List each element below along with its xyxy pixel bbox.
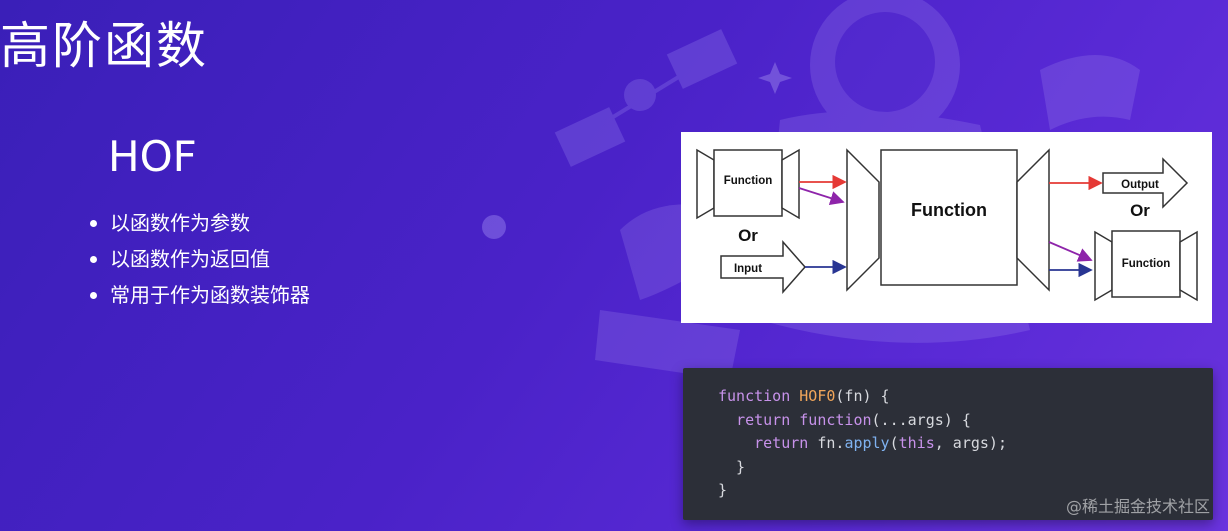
output-arrow: [1102, 157, 1189, 209]
code-text-segment: fn.: [817, 434, 845, 452]
bullet-list: 以函数作为参数 以函数作为返回值 常用于作为函数装饰器: [90, 205, 310, 313]
center-function-label: Function: [911, 200, 987, 220]
code-text-segment: (...args) {: [871, 410, 971, 429]
code-function-name: HOF0: [799, 387, 836, 405]
right-function-label: Function: [1122, 258, 1171, 270]
input-label: Input: [734, 263, 762, 275]
bullet-item: 常用于作为函数装饰器: [90, 277, 310, 313]
right-or-label: Or: [1130, 201, 1150, 220]
code-keyword: function: [799, 410, 872, 429]
left-or-label: Or: [738, 226, 758, 245]
code-text-segment: (: [889, 434, 899, 452]
code-keyword: function: [718, 387, 791, 405]
right-function-box: [1094, 230, 1198, 302]
hof-diagram: Function Or Input Function Output Or Fun…: [681, 132, 1212, 323]
slide-subtitle: HOF: [108, 132, 197, 181]
slide-title: 高阶函数: [0, 17, 208, 75]
bullet-item: 以函数作为返回值: [90, 241, 310, 277]
code-this-keyword: this: [898, 434, 935, 452]
center-function-box: [846, 148, 1050, 292]
watermark: @稀土掘金技术社区: [1065, 497, 1210, 516]
input-arrow: [720, 240, 806, 294]
code-text: function HOF0(fn) { return function(...a…: [718, 385, 1007, 503]
output-label: Output: [1121, 179, 1159, 191]
code-method: apply: [844, 434, 890, 452]
code-line: }: [718, 481, 728, 499]
sparkle-icon: [758, 62, 792, 94]
left-function-box: [696, 148, 800, 220]
left-function-label: Function: [724, 175, 773, 187]
code-block: function HOF0(fn) { return function(...a…: [683, 368, 1213, 520]
code-text-segment: , args);: [934, 434, 1007, 452]
code-keyword: return: [754, 434, 809, 452]
code-text-segment: (fn) {: [835, 387, 890, 405]
bullet-item: 以函数作为参数: [90, 205, 310, 241]
satellite-icon: [554, 29, 738, 167]
code-indent: [718, 434, 754, 452]
code-line: }: [718, 457, 746, 476]
code-keyword: return: [736, 410, 791, 429]
code-indent: [718, 411, 736, 429]
